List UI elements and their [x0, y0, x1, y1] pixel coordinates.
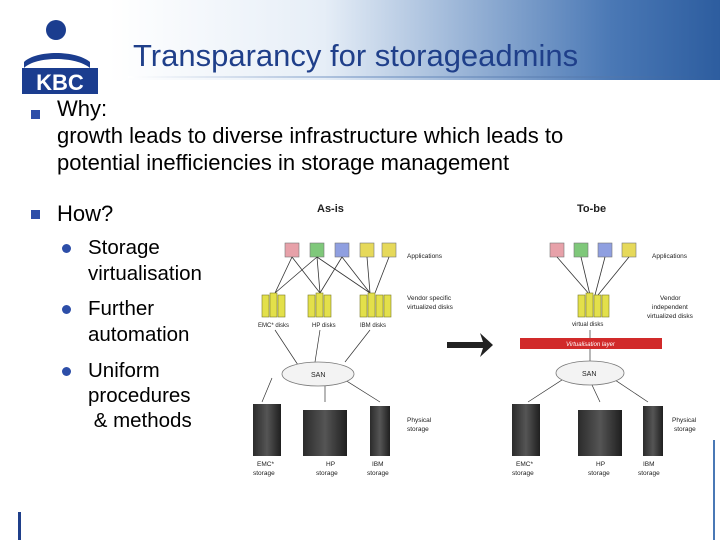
asis-applications-label: Applications	[407, 253, 443, 260]
kbc-logo: KBC	[22, 20, 98, 95]
how-item-1-line2: virtualisation	[88, 262, 202, 285]
tobe-vendor-ind-2: independent	[652, 304, 688, 311]
subbullet-1	[62, 244, 71, 253]
left-accent-line	[18, 512, 21, 540]
app-cube-yellow-2	[381, 242, 397, 258]
asis-ibm-disks: IBM disks	[360, 323, 386, 329]
tobe-physical-storage	[512, 404, 663, 456]
tobe-ibm-storage-1: IBM	[643, 461, 655, 468]
asis-hp-storage-2: storage	[316, 470, 338, 477]
asis-ibm-storage-2: storage	[367, 470, 389, 477]
how-item-1-line1: Storage	[88, 236, 160, 259]
asis-ibm-storage-1: IBM	[372, 461, 384, 468]
transition-arrow	[447, 333, 493, 357]
virtualisation-layer-bar	[520, 338, 662, 349]
slide-title: Transparancy for storageadmins	[133, 38, 579, 73]
subbullet-3	[62, 367, 71, 376]
asis-app-links	[274, 256, 390, 294]
asis-disk-clusters	[261, 292, 392, 318]
asis-physical-storage	[253, 404, 390, 456]
how-item-2-line1: Further	[88, 297, 155, 320]
how-item-3-line2: procedures	[88, 384, 191, 407]
how-label: How?	[57, 201, 114, 226]
tobe-physical-1: Physical	[672, 417, 697, 424]
asis-app-cubes	[284, 242, 397, 258]
tobe-physical-2: storage	[674, 426, 696, 433]
app-cube-green	[309, 242, 325, 258]
asis-emc-storage-1: EMC*	[257, 461, 274, 468]
app-cube-yellow	[359, 242, 375, 258]
how-item-2-line2: automation	[88, 323, 190, 346]
tobe-vendor-ind-1: Vendor	[660, 295, 681, 302]
tobe-app-links	[556, 256, 630, 296]
header-band	[0, 0, 720, 80]
right-accent-line	[713, 440, 715, 540]
asis-vendor-specific-1: Vendor specific	[407, 295, 452, 302]
title-underline	[128, 76, 720, 78]
tobe-disk-cluster	[577, 292, 610, 318]
asis-san-label: SAN	[311, 372, 325, 379]
tobe-app-cubes	[549, 242, 637, 258]
asis-san-cloud	[281, 361, 355, 387]
bullet-how	[31, 210, 40, 219]
tobe-emc-storage-2: storage	[512, 470, 534, 477]
tobe-title: To-be	[577, 203, 606, 215]
asis-physical-1: Physical	[407, 417, 432, 424]
asis-vendor-specific-2: virtualized disks	[407, 304, 454, 311]
asis-title: As-is	[317, 203, 344, 215]
tobe-san-cloud	[555, 360, 625, 386]
asis-emc-storage-2: storage	[253, 470, 275, 477]
why-label: Why:	[57, 96, 108, 121]
logo-text: KBC	[36, 70, 84, 95]
tobe-san-label: SAN	[582, 371, 596, 378]
tobe-hp-storage-1: HP	[596, 461, 605, 468]
asis-emc-disks: EMC* disks	[258, 323, 289, 329]
tobe-ibm-storage-2: storage	[638, 470, 660, 477]
app-cube-blue	[334, 242, 350, 258]
tobe-virtual-disks: virtual disks	[572, 322, 603, 328]
tobe-emc-storage-1: EMC*	[516, 461, 533, 468]
how-item-3-line1: Uniform	[88, 359, 160, 382]
app-cube-pink	[284, 242, 300, 258]
why-text-line2: potential inefficiencies in storage mana…	[57, 150, 510, 175]
virtualisation-layer-label: Virtualisation layer	[566, 342, 616, 348]
how-item-3-line3: & methods	[88, 409, 192, 432]
subbullet-2	[62, 305, 71, 314]
tobe-applications-label: Applications	[652, 253, 688, 260]
tobe-hp-storage-2: storage	[588, 470, 610, 477]
tobe-san-links	[527, 330, 649, 403]
asis-hp-storage-1: HP	[326, 461, 335, 468]
asis-hp-disks: HP disks	[312, 323, 336, 329]
tobe-vendor-ind-3: virtualized disks	[647, 313, 694, 320]
asis-physical-2: storage	[407, 426, 429, 433]
why-text-line1: growth leads to diverse infrastructure w…	[57, 123, 564, 148]
asis-san-links	[261, 329, 381, 403]
bullet-why	[31, 110, 40, 119]
